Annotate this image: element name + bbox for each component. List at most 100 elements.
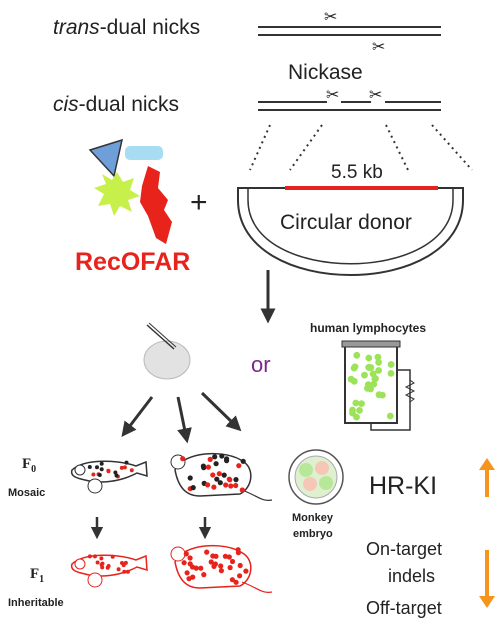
branch-arrows [121,391,242,444]
pattern-dot [386,412,394,420]
down-arrow-icon [479,550,495,608]
pattern-dot [218,563,224,569]
on-target-label: On-target [366,539,442,559]
pattern-dot [213,553,219,559]
f1-zebrafish-icon [70,554,148,588]
pattern-dot [222,553,228,559]
scissors-icon-4: ✂ [369,87,382,104]
pattern-dot [364,381,372,389]
pattern-dot [239,487,245,493]
pattern-dot [219,453,225,459]
pattern-dot [198,565,204,571]
pattern-dot [187,555,193,561]
pattern-dot [91,472,96,477]
pattern-dot [97,473,102,477]
pattern-dot [365,354,373,362]
f0-mouse-icon [170,452,273,501]
pattern-dot [227,477,233,483]
pattern-dot [201,572,207,578]
pattern-dot [106,468,111,473]
pattern-dot [181,560,187,566]
pattern-dot [105,565,110,570]
hr-ki-label: HR-KI [369,472,437,500]
pattern-dot [226,554,232,560]
pattern-dot [190,485,196,491]
indels-label: indels [388,566,435,586]
pattern-dot [223,482,229,488]
pattern-dot [114,473,119,478]
pattern-dot [122,569,127,574]
pattern-dot [205,482,211,488]
pattern-dot [183,551,189,557]
pattern-dot [87,554,92,559]
f0-mouse-dots [180,453,246,493]
pattern-dot [235,550,241,556]
scissors-icon-2: ✂ [372,39,385,56]
pattern-dot [347,375,355,383]
pattern-dot [352,399,360,407]
pattern-dot [93,554,97,559]
pattern-dot [227,565,233,571]
pattern-dot [129,468,134,473]
pattern-dot [228,483,234,489]
pattern-dot [205,464,211,470]
donor-label: Circular donor [280,211,412,234]
pattern-dot [375,367,382,374]
pattern-dot [216,471,222,477]
pattern-dot [184,570,190,576]
cis-dual-nicks-label: cis-dual nicks [53,93,179,116]
inheritable-label: Inheritable [8,597,64,609]
monkey-label: Monkey [292,512,334,524]
human-lymphocytes-label: human lymphocytes [310,321,426,335]
electroporation-cuvette-icon [341,340,416,431]
pattern-dot [387,370,395,377]
pattern-dot [207,456,213,462]
pattern-dot [99,467,104,472]
pattern-dot [210,472,216,478]
pattern-dot [233,579,239,585]
pattern-dot [87,465,92,469]
embryo-label: embryo [293,528,333,540]
pattern-dot [125,569,130,574]
f1-mouse-icon [170,544,273,593]
pattern-dot [224,458,230,464]
pattern-dot [358,400,365,407]
circular-donor [237,186,464,276]
f1-label: F1 [30,566,44,585]
pattern-dot [211,484,217,490]
donor-length-label: 5.5 kb [331,162,383,183]
plus-sign: + [190,186,208,219]
pattern-dot [208,559,214,565]
pattern-dot [113,470,118,475]
pattern-dot [116,567,121,572]
pattern-dot [204,549,210,555]
scissors-icon: ✂ [324,9,337,26]
trans-dna-strands [258,26,441,36]
pattern-dot [124,460,129,465]
pattern-dot [217,480,223,486]
pattern-dot [236,463,242,469]
pattern-dot [187,561,193,567]
pattern-dot [374,353,382,361]
pattern-dot [123,560,128,565]
f1-mouse-dots [181,547,249,585]
f0-zebrafish-icon [70,460,148,494]
pattern-dot [243,568,249,574]
pattern-dot [229,577,235,583]
up-arrow-icon [479,458,495,497]
pattern-dot [212,454,218,460]
pattern-dot [187,475,193,481]
pattern-dot [353,351,361,359]
pattern-dot [120,561,124,565]
f0-fish-dots [87,460,134,479]
pattern-dot [233,482,239,489]
monkey-embryo-icon [288,449,344,505]
pattern-dot [375,359,382,366]
pattern-dot [186,576,192,582]
pattern-dot [372,375,379,382]
pattern-dot [351,363,359,371]
off-target-label: Off-target [366,598,442,618]
pattern-dot [99,461,104,466]
